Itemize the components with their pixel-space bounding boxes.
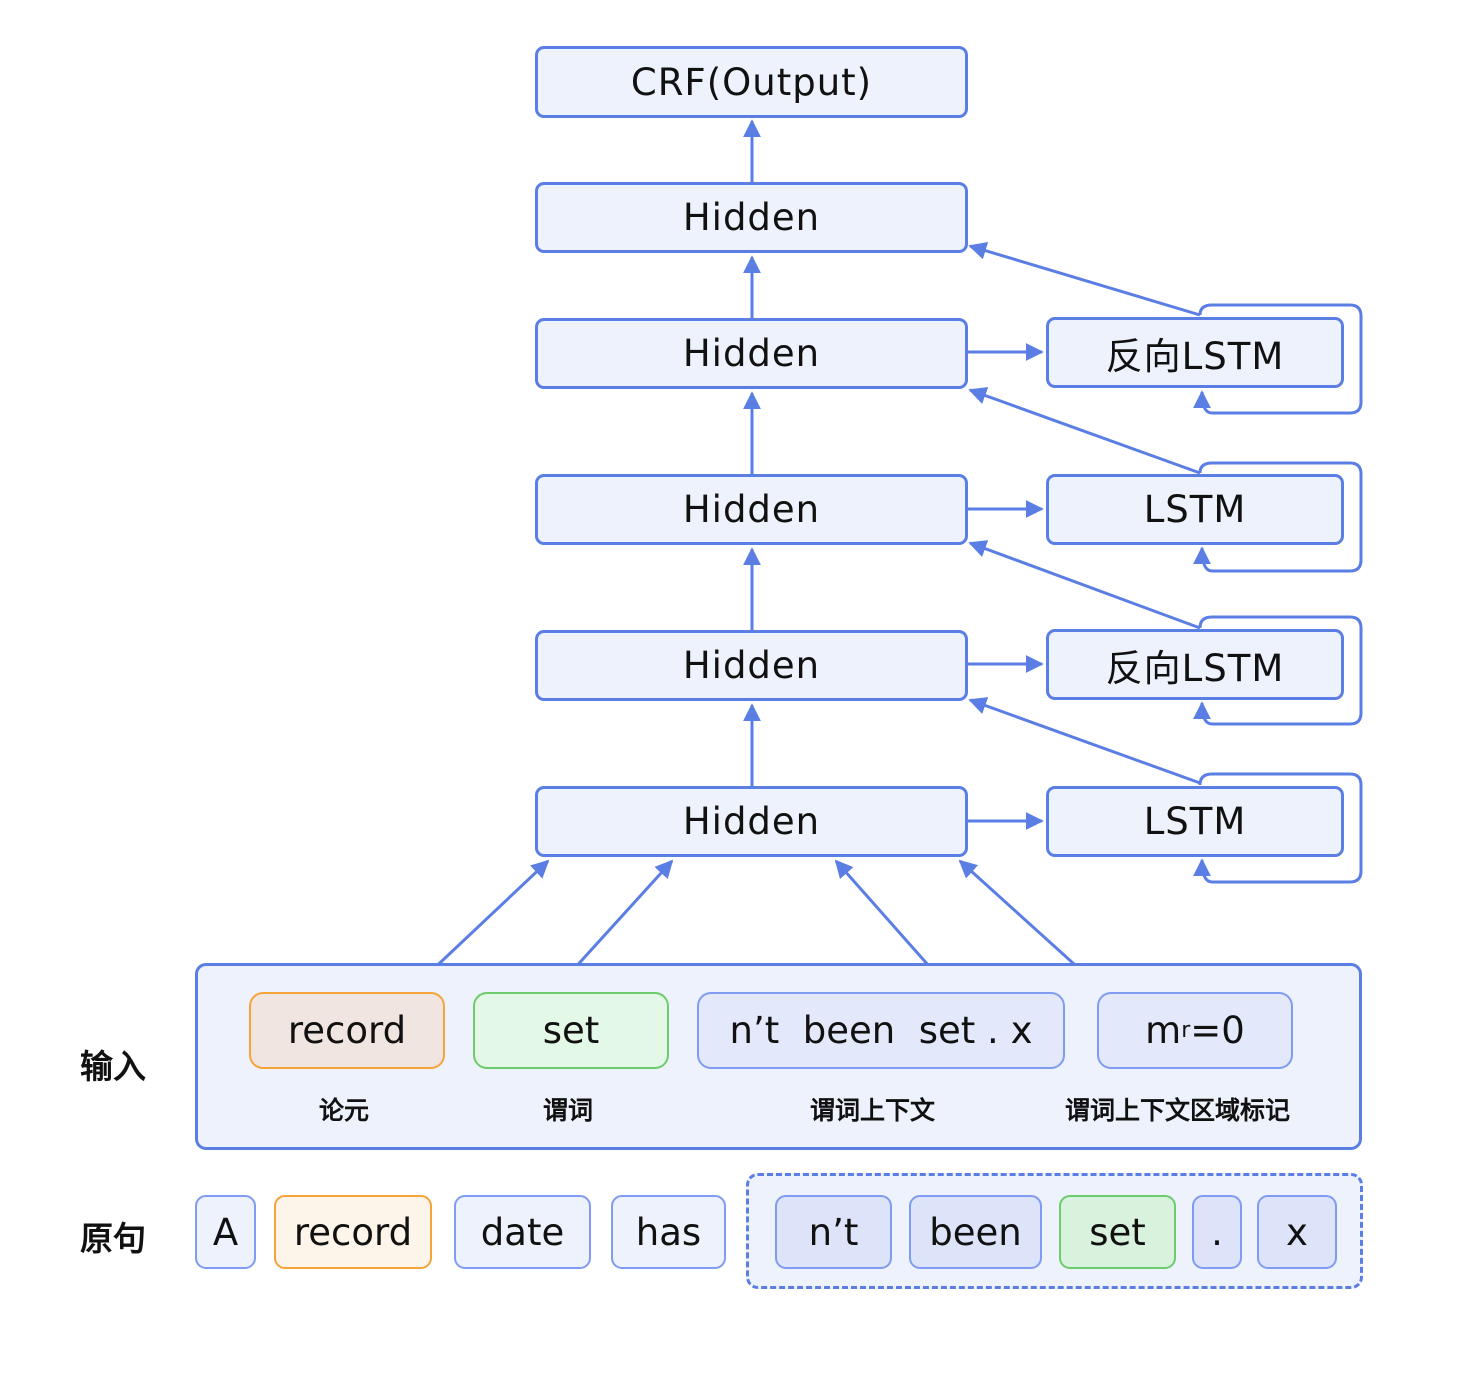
loop-lstm3 xyxy=(1193,461,1363,573)
lstm-node-2: LSTM xyxy=(1046,474,1344,545)
token-a: A xyxy=(195,1195,256,1269)
lstm-node-1: LSTM xyxy=(1046,786,1344,857)
token-has: has xyxy=(611,1195,726,1269)
hidden-node-5: Hidden xyxy=(535,182,968,253)
predicate-context-caption: 谓词上下文 xyxy=(810,1096,936,1125)
predicate-chip: set xyxy=(473,992,669,1069)
hidden-node-4: Hidden xyxy=(535,318,968,389)
hidden-node-3: Hidden xyxy=(535,474,968,545)
mark-symbol: m xyxy=(1145,1009,1182,1052)
token-nt: n’t xyxy=(775,1195,892,1269)
argument-chip: record xyxy=(249,992,445,1069)
arrow-lstm1-to-hidden2 xyxy=(968,697,1201,785)
hidden-node-2: Hidden xyxy=(535,630,968,701)
backward-lstm-node-1: 反向LSTM xyxy=(1046,629,1344,700)
arrow-lstm4-to-hidden5 xyxy=(968,242,1201,317)
context-region-mark-caption: 谓词上下文区域标记 xyxy=(1065,1096,1291,1125)
mark-subscript: r xyxy=(1181,1018,1191,1043)
predicate-caption: 谓词 xyxy=(543,1096,594,1125)
token-date: date xyxy=(454,1195,591,1269)
mark-value: =0 xyxy=(1190,1009,1245,1052)
token-been: been xyxy=(909,1195,1042,1269)
token-period: . xyxy=(1192,1195,1242,1269)
arrow-lstm3-to-hidden4 xyxy=(968,387,1201,475)
token-record: record xyxy=(274,1195,432,1269)
predicate-context-chip: n’t been set . x xyxy=(697,992,1065,1069)
token-x: x xyxy=(1257,1195,1337,1269)
sentence-row-label: 原句 xyxy=(80,1219,146,1258)
argument-caption: 论元 xyxy=(319,1096,370,1125)
hidden-node-1: Hidden xyxy=(535,786,968,857)
token-set: set xyxy=(1059,1195,1176,1269)
loop-lstm1 xyxy=(1193,772,1363,884)
loop-lstm2 xyxy=(1193,615,1363,726)
crf-output-node: CRF(Output) xyxy=(535,46,968,118)
backward-lstm-node-2: 反向LSTM xyxy=(1046,317,1344,388)
input-row-label: 输入 xyxy=(80,1047,146,1086)
arrow-lstm2-to-hidden3 xyxy=(968,540,1201,630)
loop-lstm4 xyxy=(1193,303,1363,415)
